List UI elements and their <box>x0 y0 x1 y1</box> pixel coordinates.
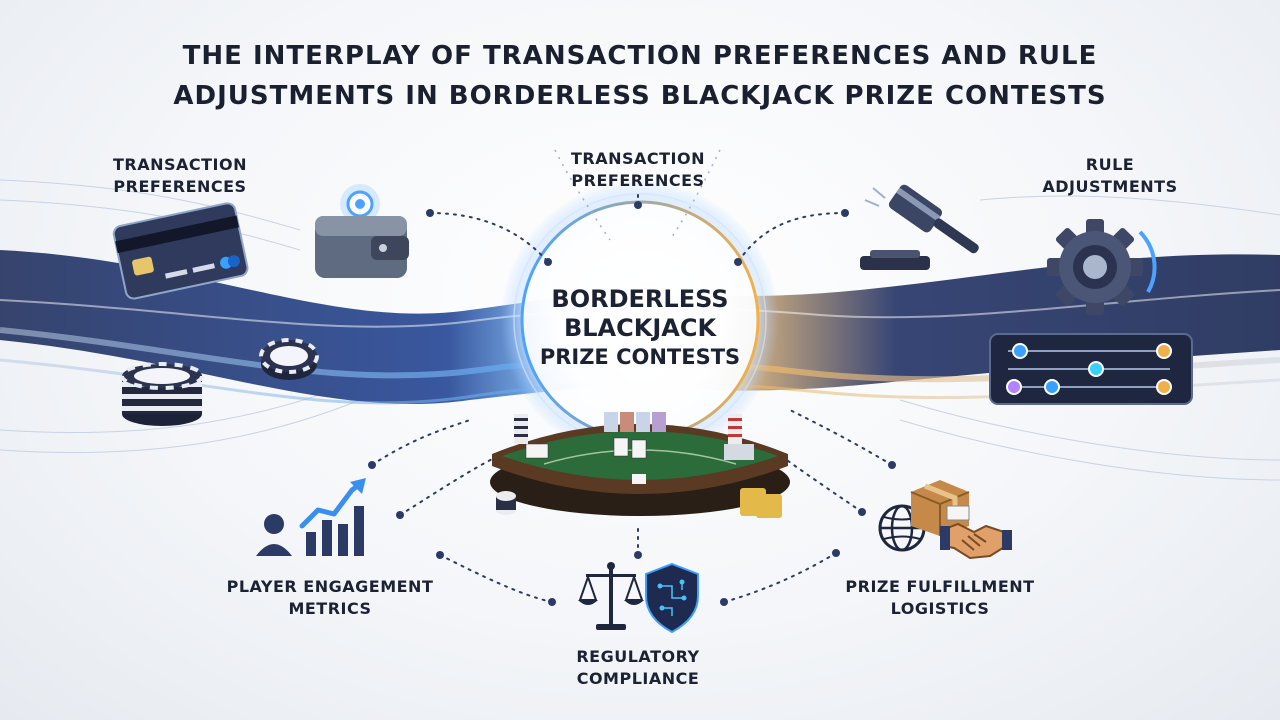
label-transaction-preferences-left: TRANSACTION PREFERENCES <box>90 154 270 198</box>
blackjack-table-icon <box>490 412 790 518</box>
center-hub-label: BORDERLESS BLACKJACK PRIZE CONTESTS <box>520 285 760 372</box>
label-line: PRIZE FULFILLMENT <box>845 577 1035 596</box>
center-line-1: BORDERLESS <box>551 285 729 313</box>
label-line: TRANSACTION <box>112 155 247 174</box>
title-line-2: ADJUSTMENTS IN BORDERLESS BLACKJACK PRIZ… <box>173 81 1107 111</box>
scales-of-justice-icon <box>578 562 644 630</box>
shield-icon <box>645 562 699 634</box>
label-line: PREFERENCES <box>571 171 705 190</box>
label-line: COMPLIANCE <box>576 669 700 688</box>
label-player-engagement: PLAYER ENGAGEMENT METRICS <box>205 576 455 620</box>
label-line: PREFERENCES <box>113 177 247 196</box>
poker-chips-icon <box>120 362 204 426</box>
growth-chart-icon <box>256 478 366 556</box>
label-line: LOGISTICS <box>890 599 990 618</box>
wallet-icon <box>315 184 409 278</box>
label-prize-fulfillment: PRIZE FULFILLMENT LOGISTICS <box>815 576 1065 620</box>
poker-chip-icon <box>259 338 319 380</box>
label-line: RULE <box>1085 155 1135 174</box>
title-line-1: THE INTERPLAY OF TRANSACTION PREFERENCES… <box>182 41 1098 71</box>
label-transaction-preferences-top: TRANSACTION PREFERENCES <box>548 148 728 192</box>
label-line: REGULATORY <box>576 647 700 666</box>
gavel-icon <box>860 184 979 270</box>
label-regulatory-compliance: REGULATORY COMPLIANCE <box>528 646 748 690</box>
gear-icon <box>1047 219 1157 315</box>
label-rule-adjustments: RULE ADJUSTMENTS <box>1020 154 1200 198</box>
label-line: ADJUSTMENTS <box>1042 177 1178 196</box>
label-line: TRANSACTION <box>570 149 705 168</box>
center-line-3: PRIZE CONTESTS <box>539 345 741 369</box>
sliders-panel-icon <box>989 333 1193 405</box>
handshake-icon <box>940 522 1012 560</box>
label-line: PLAYER ENGAGEMENT <box>226 577 434 596</box>
credit-card-icon <box>112 202 249 300</box>
label-line: METRICS <box>288 599 372 618</box>
center-line-2: BLACKJACK <box>563 314 717 342</box>
package-icon <box>910 480 970 536</box>
page-title: THE INTERPLAY OF TRANSACTION PREFERENCES… <box>0 36 1280 116</box>
